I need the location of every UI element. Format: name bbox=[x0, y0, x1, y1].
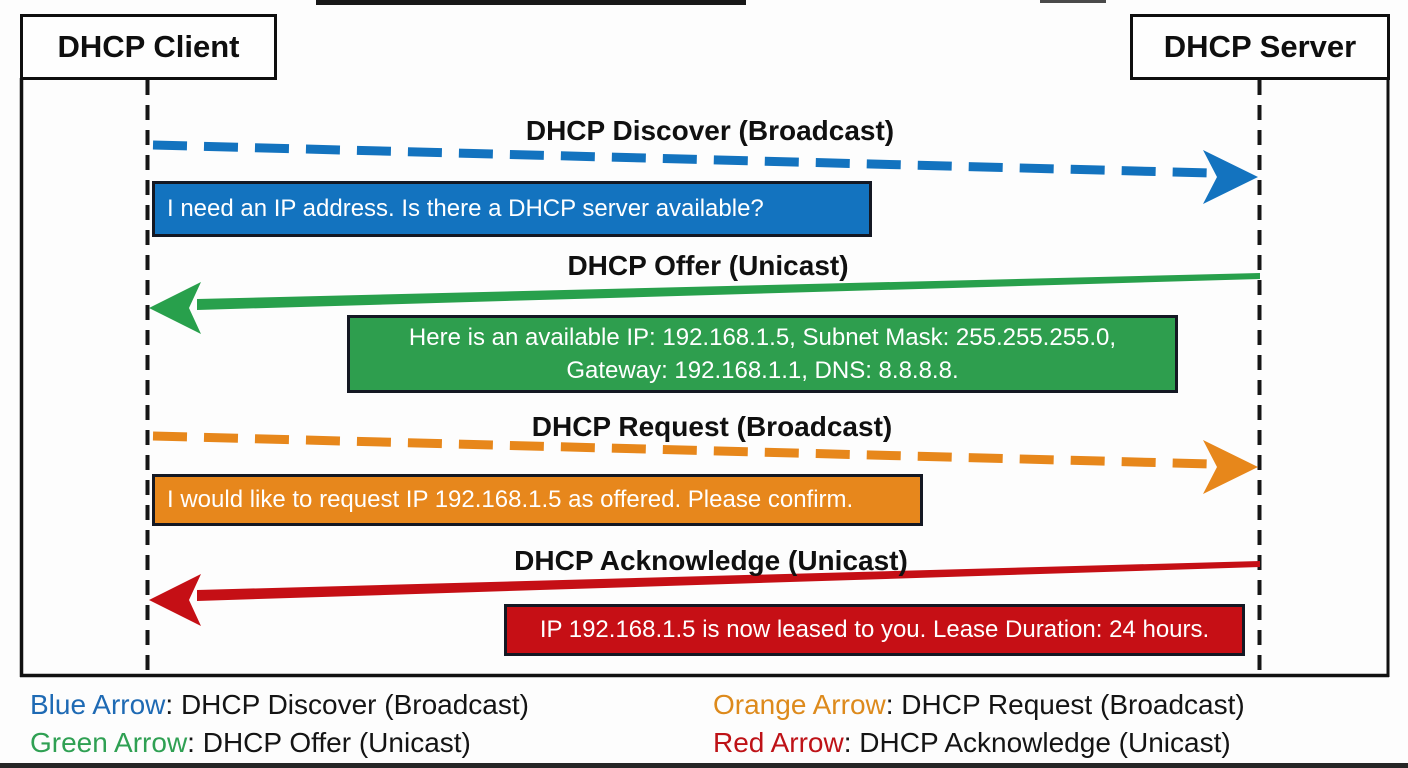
legend-right-column: Orange Arrow: DHCP Request (Broadcast) R… bbox=[713, 686, 1245, 762]
legend-item-discover: Blue Arrow: DHCP Discover (Broadcast) bbox=[30, 686, 529, 724]
dhcp-server-box: DHCP Server bbox=[1130, 14, 1390, 80]
offer-note: Here is an available IP: 192.168.1.5, Su… bbox=[347, 315, 1178, 393]
ack-arrowhead bbox=[149, 574, 201, 626]
legend-green-arrow-desc: : DHCP Offer (Unicast) bbox=[187, 727, 471, 758]
request-arrowhead bbox=[1203, 440, 1258, 494]
legend-orange-arrow-term: Orange Arrow bbox=[713, 689, 886, 720]
legend-blue-arrow-desc: : DHCP Discover (Broadcast) bbox=[165, 689, 529, 720]
legend-red-arrow-term: Red Arrow bbox=[713, 727, 844, 758]
legend-item-request: Orange Arrow: DHCP Request (Broadcast) bbox=[713, 686, 1245, 724]
offer-arrow-shaft bbox=[197, 273, 1260, 310]
top-edge-artifact bbox=[316, 0, 746, 5]
ack-note: IP 192.168.1.5 is now leased to you. Lea… bbox=[504, 604, 1245, 656]
legend-blue-arrow-term: Blue Arrow bbox=[30, 689, 166, 720]
discover-arrowhead bbox=[1203, 150, 1258, 204]
legend-left-column: Blue Arrow: DHCP Discover (Broadcast) Gr… bbox=[30, 686, 529, 762]
offer-arrow-label: DHCP Offer (Unicast) bbox=[567, 250, 849, 281]
discover-arrow-shaft bbox=[152, 140, 1212, 178]
dhcp-client-box: DHCP Client bbox=[20, 14, 277, 80]
dhcp-server-label: DHCP Server bbox=[1163, 29, 1357, 64]
request-note: I would like to request IP 192.168.1.5 a… bbox=[152, 474, 923, 526]
ack-arrow-shaft bbox=[197, 561, 1260, 601]
legend-green-arrow-term: Green Arrow bbox=[30, 727, 188, 758]
discover-arrow-label: DHCP Discover (Broadcast) bbox=[525, 115, 895, 146]
request-arrow-shaft bbox=[152, 431, 1212, 469]
request-arrow-label: DHCP Request (Broadcast) bbox=[531, 411, 893, 442]
legend-orange-arrow-desc: : DHCP Request (Broadcast) bbox=[885, 689, 1245, 720]
legend-item-ack: Red Arrow: DHCP Acknowledge (Unicast) bbox=[713, 724, 1245, 762]
top-right-edge-artifact bbox=[1040, 0, 1106, 3]
bottom-edge-artifact bbox=[0, 763, 1408, 768]
legend-item-offer: Green Arrow: DHCP Offer (Unicast) bbox=[30, 724, 529, 762]
dhcp-client-label: DHCP Client bbox=[57, 29, 240, 64]
discover-note: I need an IP address. Is there a DHCP se… bbox=[152, 181, 872, 237]
ack-arrow-label: DHCP Acknowledge (Unicast) bbox=[514, 545, 908, 576]
offer-arrowhead bbox=[149, 282, 201, 334]
legend-red-arrow-desc: : DHCP Acknowledge (Unicast) bbox=[843, 727, 1231, 758]
